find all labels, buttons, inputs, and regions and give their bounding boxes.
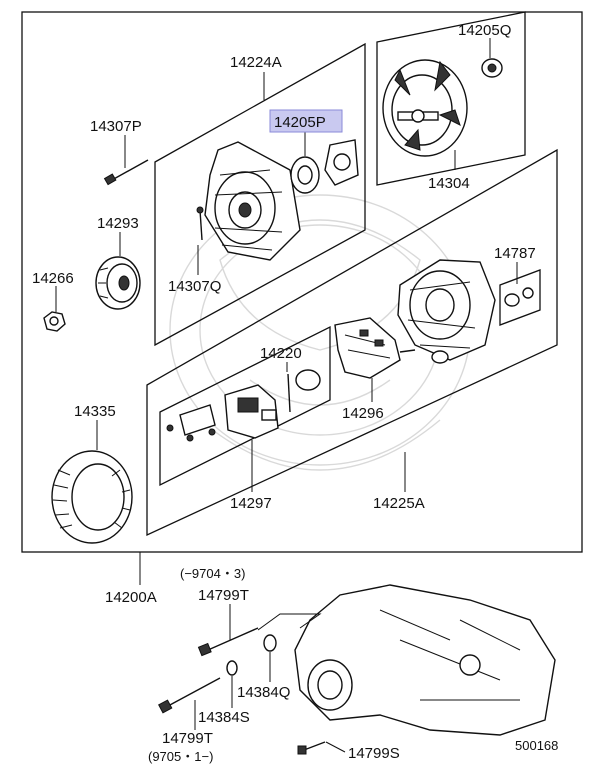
- label-14384S[interactable]: 14384S: [198, 709, 250, 726]
- label-14205P[interactable]: 14205P: [274, 114, 326, 131]
- frame-14225A: [146, 148, 558, 537]
- part-14205Q-bearing: [481, 58, 503, 78]
- label-14787[interactable]: 14787: [494, 245, 536, 262]
- part-14787-bushing: [504, 287, 534, 307]
- part-14224A-front-housing: [204, 141, 301, 261]
- frame-14200A: [21, 11, 583, 553]
- label-14335[interactable]: 14335: [74, 403, 116, 420]
- label-14799T-top[interactable]: 14799T: [198, 587, 249, 604]
- label-14266[interactable]: 14266: [32, 270, 74, 287]
- part-14220-brush: [287, 369, 321, 413]
- part-engine-bracket: [294, 584, 556, 736]
- label-14296[interactable]: 14296: [342, 405, 384, 422]
- part-14384S-washer: [226, 660, 238, 676]
- part-14799T-bolt-lower: [158, 677, 221, 714]
- part-14297-regulator: [166, 384, 279, 442]
- part-14205P-bearing: [290, 156, 320, 194]
- diagram-number: 500168: [515, 738, 558, 753]
- label-14307Q[interactable]: 14307Q: [168, 278, 221, 295]
- highlight-14205P: [269, 109, 343, 133]
- part-14307Q-screw: [196, 206, 204, 241]
- part-14384Q-washer: [263, 634, 277, 652]
- part-14296-rectifier: [334, 317, 416, 379]
- leader-lines: [55, 38, 518, 753]
- part-bearing-retainer-plate: [324, 139, 359, 186]
- label-14799S[interactable]: 14799S: [348, 745, 400, 762]
- frame-14787: [499, 269, 541, 326]
- label-14384Q[interactable]: 14384Q: [237, 684, 290, 701]
- label-date-range-bottom: (9705・1−): [148, 749, 213, 764]
- part-14293-pulley: [95, 256, 141, 310]
- label-14297[interactable]: 14297: [230, 495, 272, 512]
- label-14200A[interactable]: 14200A: [105, 589, 157, 606]
- label-14799T-bottom[interactable]: 14799T: [162, 730, 213, 747]
- frame-14304: [376, 11, 526, 186]
- label-date-range-top: (−9704・3): [180, 566, 245, 581]
- label-14205Q[interactable]: 14205Q: [458, 22, 511, 39]
- part-14335-stator: [51, 450, 133, 544]
- frame-14297: [159, 325, 331, 487]
- label-14225A[interactable]: 14225A: [373, 495, 425, 512]
- frame-14224A: [154, 42, 366, 347]
- part-rear-housing: [397, 259, 496, 364]
- label-14293[interactable]: 14293: [97, 215, 139, 232]
- part-14799S-bolt: [297, 741, 326, 755]
- label-14304[interactable]: 14304: [428, 175, 470, 192]
- label-14220[interactable]: 14220: [260, 345, 302, 362]
- part-14266-nut: [43, 311, 66, 332]
- part-14304-end-frame: [382, 59, 468, 157]
- part-14799T-bolt-upper: [197, 627, 259, 657]
- label-14307P[interactable]: 14307P: [90, 118, 142, 135]
- label-14224A[interactable]: 14224A: [230, 54, 282, 71]
- part-14307P-bolt: [103, 159, 149, 186]
